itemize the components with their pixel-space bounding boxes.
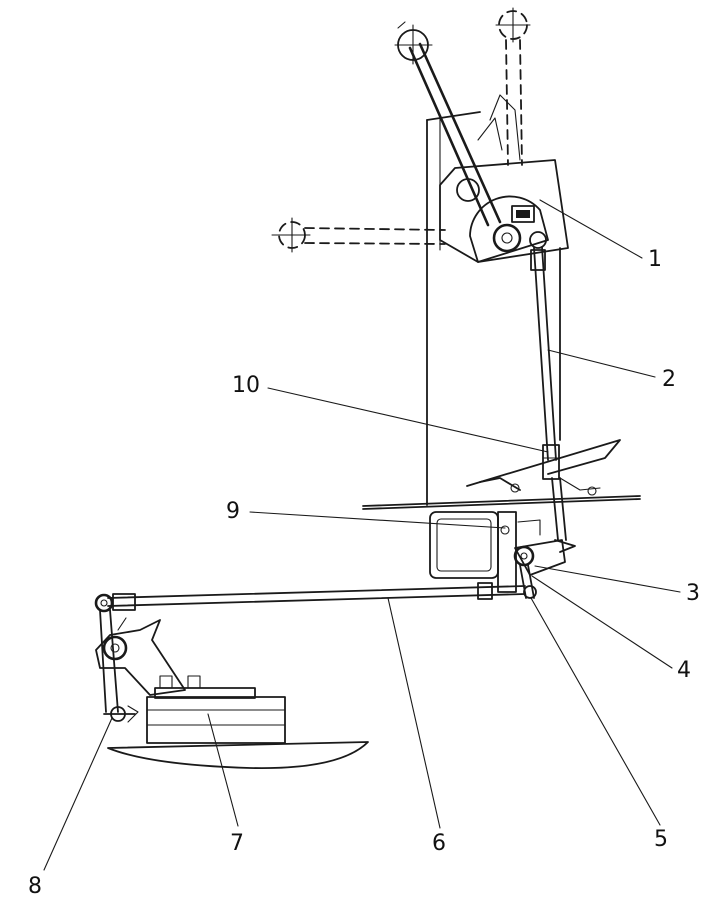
label-part-9: 9: [226, 499, 240, 524]
part-labels: 1 2 3 4 5 6 7 8 9 10: [28, 247, 700, 899]
detent-bracket: [439, 94, 569, 263]
lever-alt-position-up: [495, 7, 531, 166]
label-part-2: 2: [662, 367, 676, 392]
horizontal-rod: [94, 582, 526, 613]
pull-rod: [530, 246, 557, 461]
lever-alt-position-left: [271, 217, 446, 253]
label-part-4: 4: [677, 658, 691, 683]
label-part-3: 3: [686, 581, 700, 606]
bell-crank: [513, 539, 566, 599]
label-part-5: 5: [654, 827, 668, 852]
leader-lines: [43, 199, 681, 871]
label-part-10: 10: [232, 373, 260, 398]
label-part-7: 7: [230, 831, 244, 856]
label-part-1: 1: [648, 247, 662, 272]
adjuster-clevis: [103, 705, 139, 723]
control-lever: [394, 21, 502, 227]
support-frame: [429, 511, 541, 593]
floor-platform: [362, 495, 641, 510]
label-part-8: 8: [28, 874, 42, 899]
label-part-6: 6: [432, 831, 446, 856]
back-plate: [426, 111, 561, 506]
lever-hub: [469, 195, 549, 263]
lower-lever: [95, 609, 186, 713]
floor-guide: [466, 439, 621, 496]
actuator-housing: [107, 675, 369, 770]
